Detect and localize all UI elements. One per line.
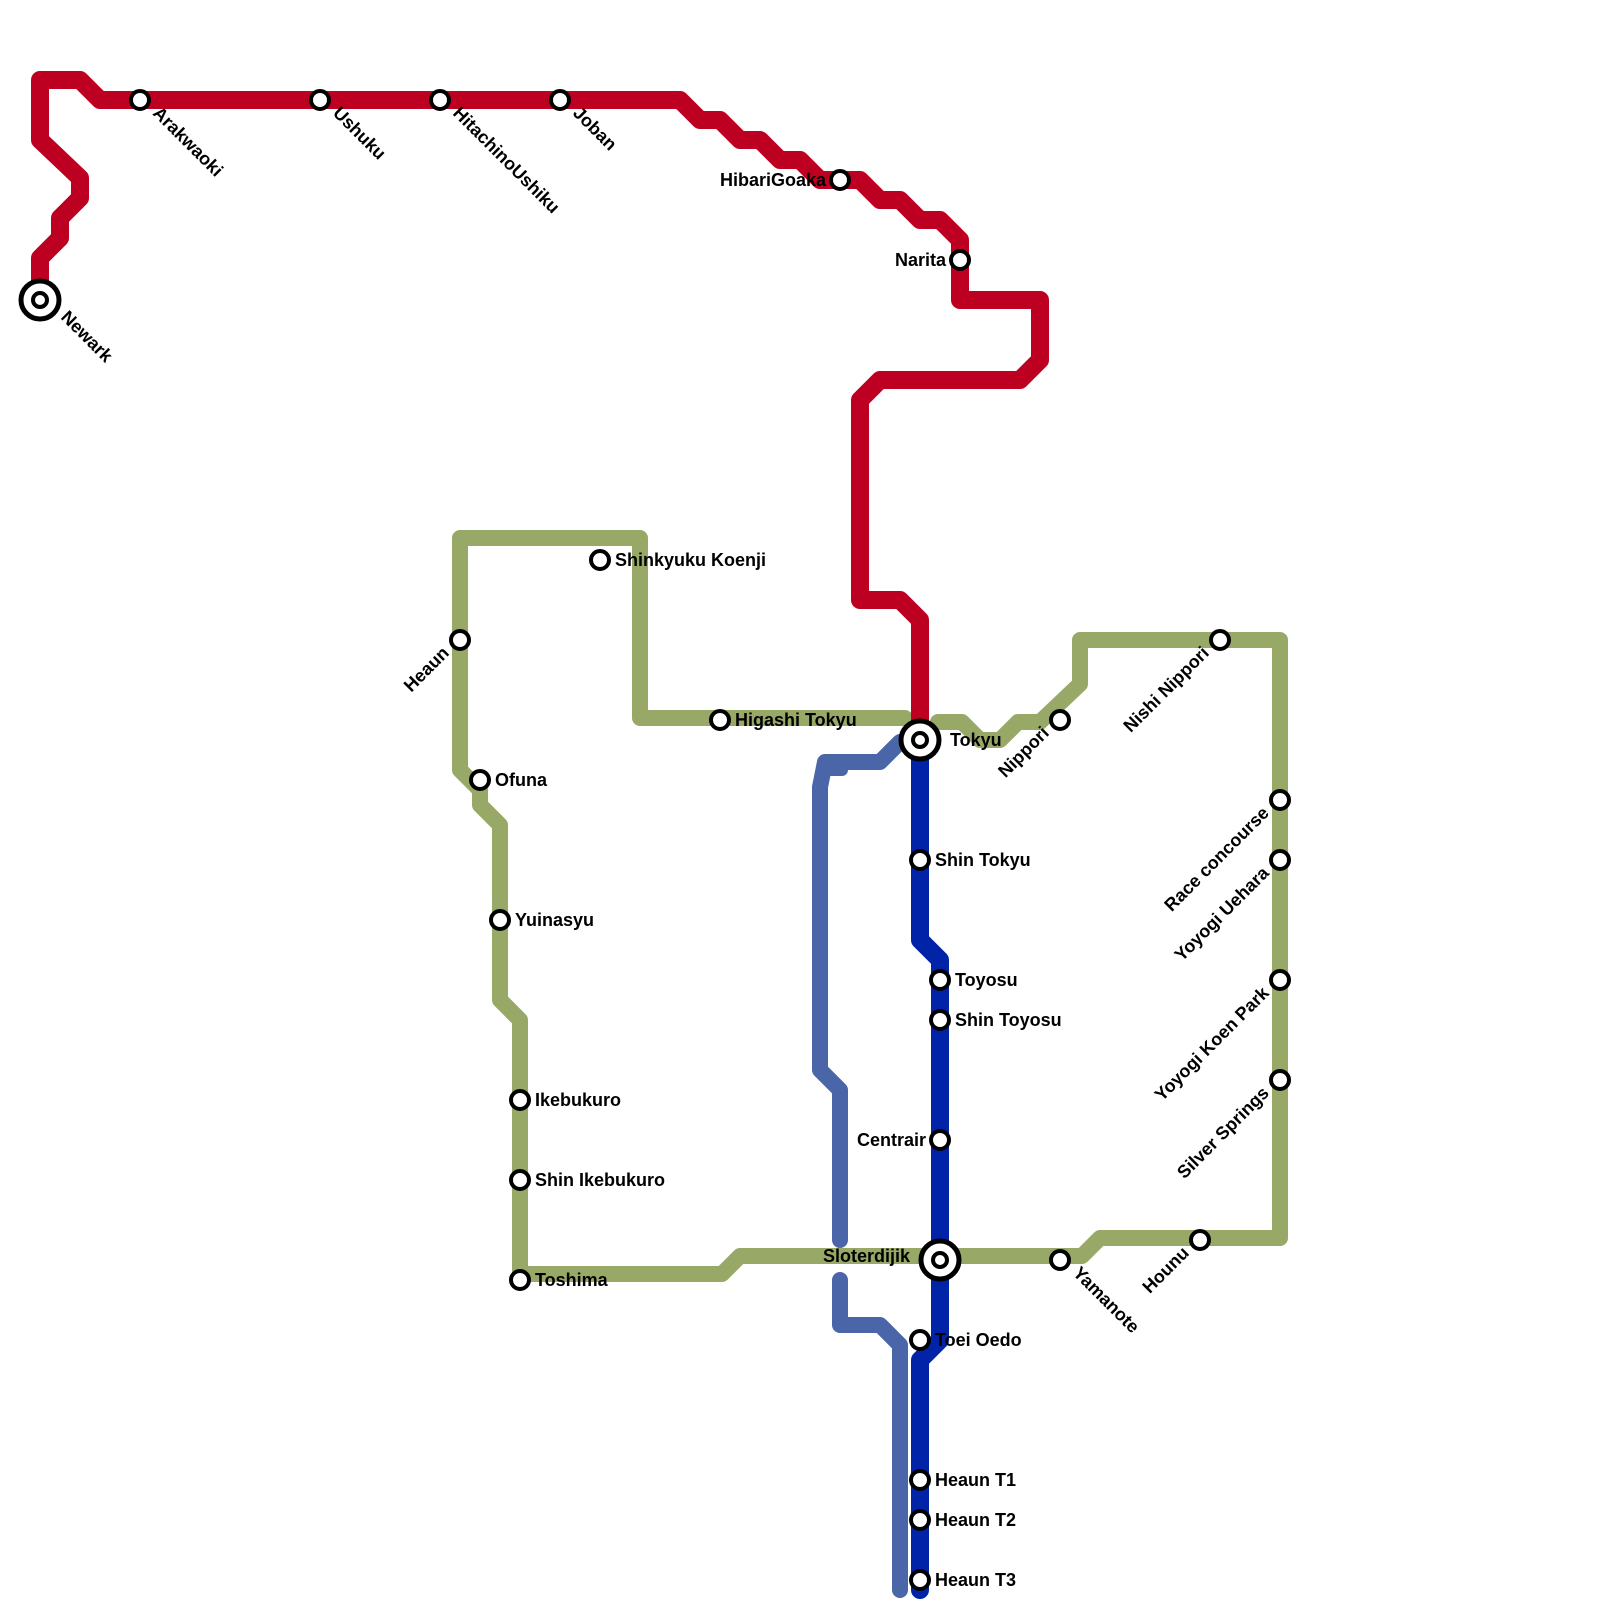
station-higashi-tokyu[interactable]: Higashi Tokyu (709, 709, 857, 731)
station-label: Tokyu (950, 730, 1002, 750)
station-label: Heaun T2 (935, 1510, 1016, 1530)
station-marker (1269, 969, 1291, 991)
station-label: Arakwaoki (149, 103, 227, 181)
station-shin-tokyu[interactable]: Shin Tokyu (909, 849, 1031, 871)
interchange-marker-inner (31, 291, 49, 309)
station-shin-ikebukuro[interactable]: Shin Ikebukuro (509, 1169, 665, 1191)
station-label: Ushuku (329, 103, 390, 164)
station-sloterdijik[interactable]: Sloterdijik (823, 1238, 962, 1282)
station-yoyogi-uehara[interactable]: Yoyogi Uehara (1171, 849, 1291, 965)
station-label: Race concourse (1160, 803, 1272, 915)
station-label: Sloterdijik (823, 1246, 911, 1266)
station-marker (909, 1329, 931, 1351)
station-marker (1269, 849, 1291, 871)
station-label: Centrair (857, 1130, 926, 1150)
station-label: Shin Ikebukuro (535, 1170, 665, 1190)
station-toshima[interactable]: Toshima (509, 1269, 609, 1291)
station-label: Heaun T3 (935, 1570, 1016, 1590)
station-marker (1049, 1249, 1071, 1271)
station-centrair[interactable]: Centrair (857, 1129, 951, 1151)
station-marker (909, 849, 931, 871)
station-label: Narita (895, 250, 947, 270)
steel-blue-line-lower (832, 1272, 908, 1598)
station-hibarigoaka[interactable]: HibariGoaka (720, 169, 851, 191)
station-label: HitachinoUshiku (449, 103, 564, 218)
station-label: Heaun (400, 643, 453, 696)
station-label: Newark (57, 307, 117, 367)
station-marker (1189, 1229, 1211, 1251)
station-ofuna[interactable]: Ofuna (469, 769, 548, 791)
station-label: Hounu (1138, 1243, 1192, 1297)
station-marker (909, 1569, 931, 1591)
station-marker (469, 769, 491, 791)
station-label: Yuinasyu (515, 910, 594, 930)
station-label: Shin Tokyu (935, 850, 1031, 870)
station-label: Nishi Nippori (1119, 643, 1212, 736)
station-yuinasyu[interactable]: Yuinasyu (489, 909, 594, 931)
station-label: Ofuna (495, 770, 548, 790)
station-marker (509, 1169, 531, 1191)
station-heaun-t1[interactable]: Heaun T1 (909, 1469, 1016, 1491)
station-newark[interactable]: Newark (18, 278, 117, 367)
station-marker (929, 1129, 951, 1151)
station-marker (909, 1469, 931, 1491)
station-marker (509, 1269, 531, 1291)
station-marker (489, 909, 511, 931)
station-label: Higashi Tokyu (735, 710, 857, 730)
station-label: Toei Oedo (935, 1330, 1022, 1350)
station-label: Toyosu (955, 970, 1018, 990)
station-marker (449, 629, 471, 651)
station-marker (709, 709, 731, 731)
station-hitachino-ushiku[interactable]: HitachinoUshiku (429, 89, 564, 218)
station-label: Silver Springs (1173, 1083, 1273, 1183)
station-label: Yamanote (1069, 1263, 1143, 1337)
station-marker (1269, 1069, 1291, 1091)
station-marker (309, 89, 331, 111)
station-marker (949, 249, 971, 271)
station-marker (909, 1509, 931, 1531)
station-label: Ikebukuro (535, 1090, 621, 1110)
interchange-marker-inner (931, 1251, 949, 1269)
station-marker (1269, 789, 1291, 811)
station-marker (129, 89, 151, 111)
station-marker (929, 1009, 951, 1031)
green-line (452, 530, 1288, 1282)
red-line (31, 71, 1049, 749)
station-marker (509, 1089, 531, 1111)
station-marker (1209, 629, 1231, 651)
station-label: Toshima (535, 1270, 609, 1290)
station-marker (829, 169, 851, 191)
station-toei-oedo[interactable]: Toei Oedo (909, 1329, 1022, 1351)
station-heaun-t2[interactable]: Heaun T2 (909, 1509, 1016, 1531)
steel-blue-line-upper (812, 734, 908, 1248)
station-label: HibariGoaka (720, 170, 827, 190)
station-silver-springs[interactable]: Silver Springs (1173, 1069, 1291, 1183)
station-tokyu[interactable]: Tokyu (898, 718, 1002, 762)
station-narita[interactable]: Narita (895, 249, 971, 271)
interchange-marker-inner (911, 731, 929, 749)
station-label: Heaun T1 (935, 1470, 1016, 1490)
station-shinkyuku-koenji[interactable]: Shinkyuku Koenji (589, 549, 766, 571)
station-marker (429, 89, 451, 111)
station-marker (589, 549, 611, 571)
station-label: Shinkyuku Koenji (615, 550, 766, 570)
station-ikebukuro[interactable]: Ikebukuro (509, 1089, 621, 1111)
station-yoyogi-koen-park[interactable]: Yoyogi Koen Park (1151, 969, 1291, 1105)
station-toyosu[interactable]: Toyosu (929, 969, 1018, 991)
station-shin-toyosu[interactable]: Shin Toyosu (929, 1009, 1062, 1031)
station-heaun-t3[interactable]: Heaun T3 (909, 1569, 1016, 1591)
station-label: Shin Toyosu (955, 1010, 1062, 1030)
station-label: Joban (569, 103, 621, 155)
station-yamanote[interactable]: Yamanote (1049, 1249, 1143, 1337)
station-marker (1049, 709, 1071, 731)
station-marker (549, 89, 571, 111)
station-marker (929, 969, 951, 991)
